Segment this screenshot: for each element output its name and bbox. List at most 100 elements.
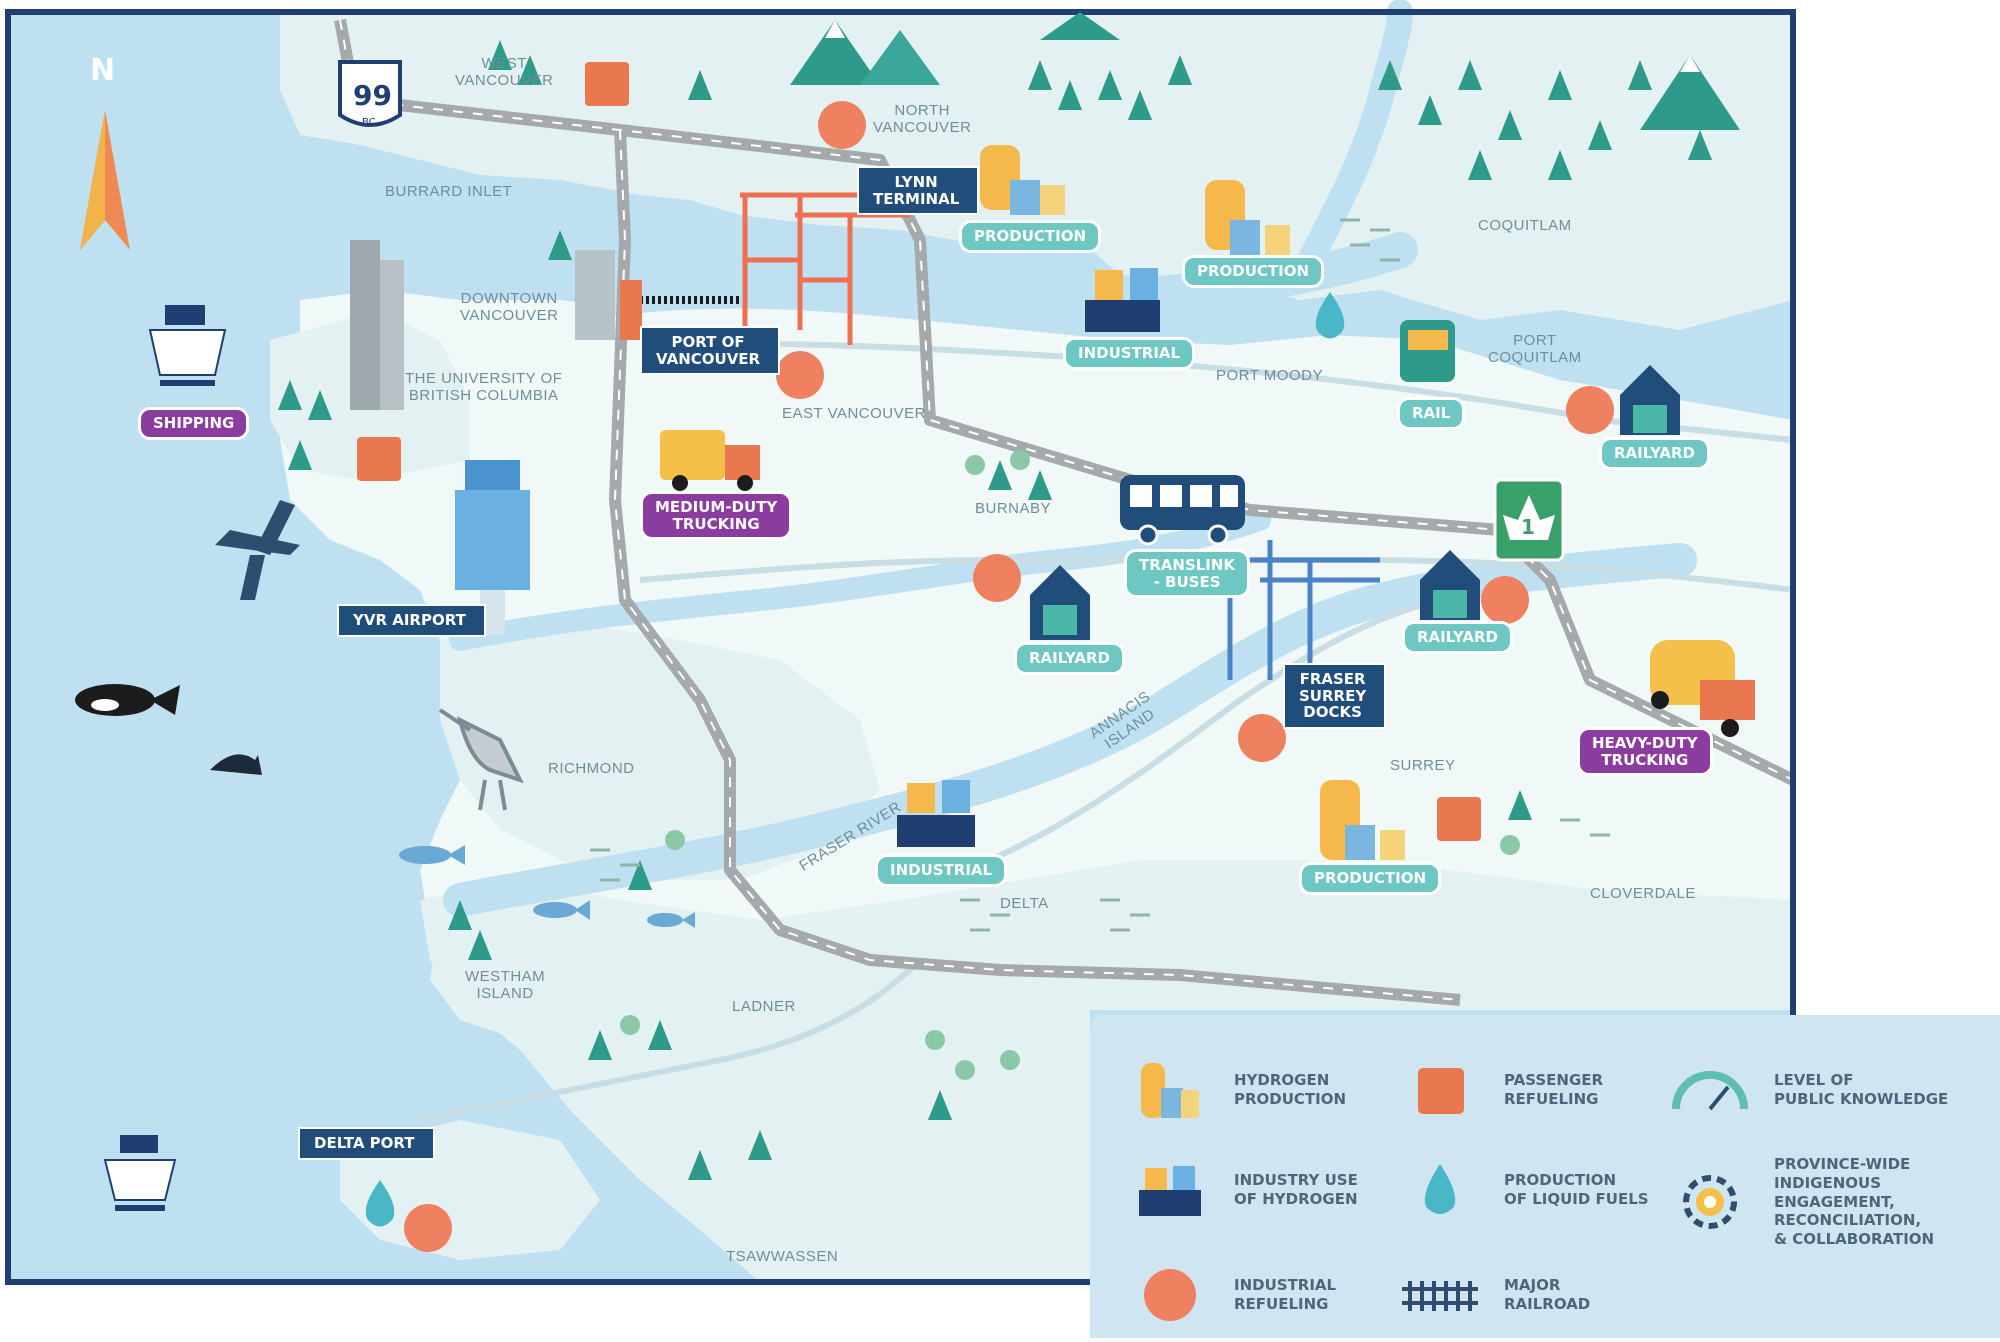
heron-icon xyxy=(438,708,524,811)
legend-liquid-fuels: PRODUCTION OF LIQUID FUELS xyxy=(1400,1155,1649,1225)
bus-icon xyxy=(1120,475,1245,546)
round-tree-icons xyxy=(620,450,1520,1080)
hydrogen-production-icon xyxy=(1130,1055,1210,1125)
place-ladner: LADNER xyxy=(732,998,796,1015)
marsh-marks xyxy=(590,218,1610,932)
industrial-icon-1 xyxy=(1085,268,1160,332)
railyard-icon-1 xyxy=(1620,365,1680,435)
pill-rail: RAIL xyxy=(1400,400,1463,427)
pill-production-1: PRODUCTION xyxy=(962,223,1099,250)
tree-icons xyxy=(278,40,1712,1180)
highway-99-shield-icon: 99 BC xyxy=(338,60,402,128)
pill-railyard-3: RAILYARD xyxy=(1405,624,1510,651)
pill-heavy-duty-trucking: HEAVY-DUTY TRUCKING xyxy=(1580,730,1710,773)
flag-delta-port: DELTA PORT xyxy=(298,1127,435,1160)
railyard-icon-3 xyxy=(1420,550,1480,620)
legend-passenger-refueling: PASSENGER REFUELING xyxy=(1400,1055,1603,1125)
legend-label: PROVINCE-WIDE INDIGENOUS ENGAGEMENT, REC… xyxy=(1774,1155,1935,1248)
hydrogen-production-icon-1 xyxy=(980,145,1065,215)
railyard-icon-2 xyxy=(1030,565,1090,640)
place-north-vancouver: NORTH VANCOUVER xyxy=(873,102,972,137)
place-delta: DELTA xyxy=(1000,895,1049,912)
place-surrey: SURREY xyxy=(1390,757,1456,774)
place-west-vancouver: WEST VANCOUVER xyxy=(455,55,554,90)
industrial-refueling-icon xyxy=(1130,1260,1210,1330)
place-tsawwassen: TSAWWASSEN xyxy=(726,1248,839,1265)
map-border xyxy=(5,9,1796,1285)
liquid-fuels-icons xyxy=(365,292,1345,1227)
highway-99-number: 99 xyxy=(353,79,392,112)
flag-port-of-vancouver: PORT OF VANCOUVER xyxy=(640,326,781,375)
legend-public-knowledge: LEVEL OF PUBLIC KNOWLEDGE xyxy=(1670,1055,1948,1125)
place-cloverdale: CLOVERDALE xyxy=(1590,885,1696,902)
mountain-icons xyxy=(790,12,1740,130)
legend-industry-use: INDUSTRY USE OF HYDROGEN xyxy=(1130,1155,1358,1225)
flag-yvr-airport: YVR AIRPORT xyxy=(337,604,486,637)
place-westham-island: WESTHAM ISLAND xyxy=(465,968,546,1003)
train-icon xyxy=(1400,320,1455,382)
pill-industrial-1: INDUSTRIAL xyxy=(1066,340,1193,367)
legend-label: HYDROGEN PRODUCTION xyxy=(1234,1071,1347,1108)
fraser-cranes-icon xyxy=(1220,540,1380,680)
legend-label: MAJOR RAILROAD xyxy=(1504,1276,1591,1313)
place-coquitlam: COQUITLAM xyxy=(1478,217,1572,234)
hydrogen-production-icon-3 xyxy=(1320,780,1405,860)
industrial-refueling-icons xyxy=(404,101,1614,1252)
legend-label: INDUSTRY USE OF HYDROGEN xyxy=(1234,1171,1358,1208)
legend-major-railroad: MAJOR RAILROAD xyxy=(1400,1260,1590,1330)
pill-medium-duty-trucking: MEDIUM-DUTY TRUCKING xyxy=(643,494,790,537)
pill-production-3: PRODUCTION xyxy=(1302,865,1439,892)
railroad-icon xyxy=(1400,1260,1480,1330)
legend-label: LEVEL OF PUBLIC KNOWLEDGE xyxy=(1774,1071,1949,1108)
north-label: N xyxy=(90,53,115,88)
passenger-refueling-icons xyxy=(357,62,1481,841)
place-ubc: THE UNIVERSITY OF BRITISH COLUMBIA xyxy=(405,370,563,405)
place-burnaby: BURNABY xyxy=(975,500,1052,517)
passenger-refueling-icon xyxy=(1400,1055,1480,1125)
highway-99-sub: BC xyxy=(362,117,376,128)
ship-icon-top xyxy=(148,305,227,386)
pill-shipping: SHIPPING xyxy=(141,410,247,437)
heavy-duty-truck-icon xyxy=(1650,640,1755,737)
map-legend: HYDROGEN PRODUCTION PASSENGER REFUELING … xyxy=(1090,1015,2000,1338)
hydrogen-production-icon-2 xyxy=(1205,180,1290,255)
pill-industrial-2: INDUSTRIAL xyxy=(878,857,1005,884)
place-downtown-vancouver: DOWNTOWN VANCOUVER xyxy=(460,290,559,325)
industry-use-icon xyxy=(1130,1155,1210,1225)
indian-arm xyxy=(1287,0,1413,293)
ship-icon-bottom xyxy=(103,1135,177,1211)
delta-land xyxy=(420,860,1793,1282)
port-cranes-icon xyxy=(640,192,910,345)
richmond-land xyxy=(440,620,880,880)
gauge-icon xyxy=(1670,1055,1750,1125)
flag-lynn-terminal: LYNN TERMINAL xyxy=(857,166,980,215)
highway-1-number: 1 xyxy=(1521,515,1535,539)
pill-production-2: PRODUCTION xyxy=(1185,258,1322,285)
water-drop-icon xyxy=(1400,1155,1480,1225)
legend-label: INDUSTRIAL REFUELING xyxy=(1234,1276,1337,1313)
legend-label: PRODUCTION OF LIQUID FUELS xyxy=(1504,1171,1649,1208)
place-burrard-inlet: BURRARD INLET xyxy=(385,183,513,200)
indigenous-wheel-icon xyxy=(1670,1167,1750,1237)
legend-hydrogen-production: HYDROGEN PRODUCTION xyxy=(1130,1055,1346,1125)
legend-industrial-refueling: INDUSTRIAL REFUELING xyxy=(1130,1260,1336,1330)
medium-duty-truck-icon xyxy=(660,430,760,491)
place-east-vancouver: EAST VANCOUVER xyxy=(782,405,926,422)
downtown-tower-icons xyxy=(350,240,642,410)
legend-indigenous-engagement: PROVINCE-WIDE INDIGENOUS ENGAGEMENT, REC… xyxy=(1670,1155,1934,1249)
place-port-coquitlam: PORT COQUITLAM xyxy=(1488,332,1582,367)
pill-translink: TRANSLINK - BUSES xyxy=(1127,552,1248,595)
westham-island-land xyxy=(430,910,580,1040)
highway-1-shield-icon: 1 xyxy=(1493,478,1565,562)
fish-icons xyxy=(399,845,695,928)
north-arrow-icon: N xyxy=(80,53,130,250)
airplane-icon xyxy=(215,500,300,600)
industrial-icon-2 xyxy=(897,780,975,847)
legend-label: PASSENGER REFUELING xyxy=(1504,1071,1604,1108)
place-port-moody: PORT MOODY xyxy=(1216,367,1323,384)
north-arm-river xyxy=(449,509,1271,651)
flag-fraser-surrey-docks: FRASER SURREY DOCKS xyxy=(1283,663,1387,729)
whale-icons xyxy=(75,684,262,775)
pill-railyard-2: RAILYARD xyxy=(1017,645,1122,672)
